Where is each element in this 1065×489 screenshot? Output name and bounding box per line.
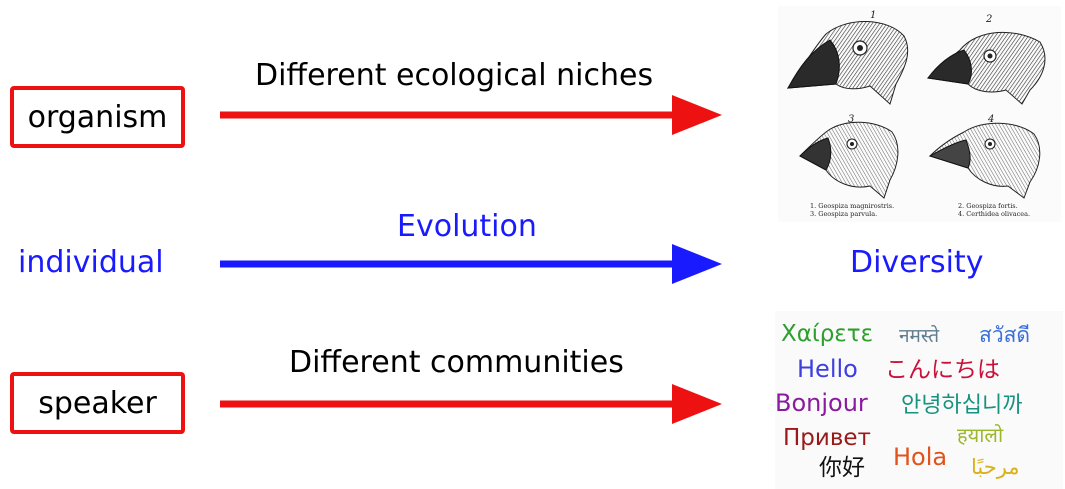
finch-number-2: 2: [986, 14, 993, 25]
word-greek: Χαίρετε: [781, 321, 874, 347]
word-korean: 안녕하십니까: [901, 393, 1023, 418]
speaker-label: speaker: [38, 385, 157, 421]
word-arabic: مرحبًا: [971, 455, 1020, 479]
arrow-blue-middle: [220, 244, 722, 284]
word-japanese: こんにちは: [885, 357, 1000, 383]
finch-3-head: [799, 121, 899, 199]
finch-caption-1: 1. Geospiza magnirostris.: [810, 202, 895, 210]
finch-4-head: [928, 122, 1041, 199]
finch-caption-3: 3. Geospiza parvula.: [810, 210, 878, 218]
word-russian: Привет: [783, 425, 871, 451]
hello-word-cloud: Χαίρετε नमस्ते สวัสดี Hello こんにちは Bonjou…: [775, 311, 1063, 489]
word-spanish: Hola: [893, 443, 948, 471]
finch-2-head: [926, 31, 1046, 105]
finch-caption-2: 2. Geospiza fortis.: [958, 202, 1018, 210]
finch-caption-4: 4. Certhidea olivacea.: [958, 210, 1031, 218]
finch-number-1: 1: [870, 10, 877, 21]
word-hindi: नमस्ते: [899, 325, 940, 347]
word-bengali: हयालो: [957, 423, 1004, 447]
arrow-red-bottom: [220, 384, 722, 424]
diversity-label: Diversity: [850, 245, 984, 280]
word-french: Bonjour: [775, 389, 868, 417]
arrow-red-top: [220, 95, 722, 135]
ecological-niches-label: Different ecological niches: [255, 58, 654, 93]
word-english: Hello: [797, 355, 858, 383]
word-thai: สวัสดี: [979, 323, 1031, 347]
finch-number-4: 4: [988, 114, 995, 125]
communities-label: Different communities: [289, 345, 624, 380]
evolution-label: Evolution: [397, 209, 537, 244]
organism-label: organism: [27, 99, 168, 135]
individual-label: individual: [18, 245, 164, 280]
finch-heads-drawing: [786, 21, 1046, 199]
finches-illustration: 1 2 3 4 1. Geospiza magnirostris. 3. Geo…: [778, 6, 1061, 222]
word-chinese: 你好: [819, 455, 865, 481]
organism-box: organism: [10, 86, 185, 148]
finch-1-head: [786, 21, 909, 105]
finch-number-3: 3: [848, 114, 855, 125]
speaker-box: speaker: [10, 372, 185, 434]
